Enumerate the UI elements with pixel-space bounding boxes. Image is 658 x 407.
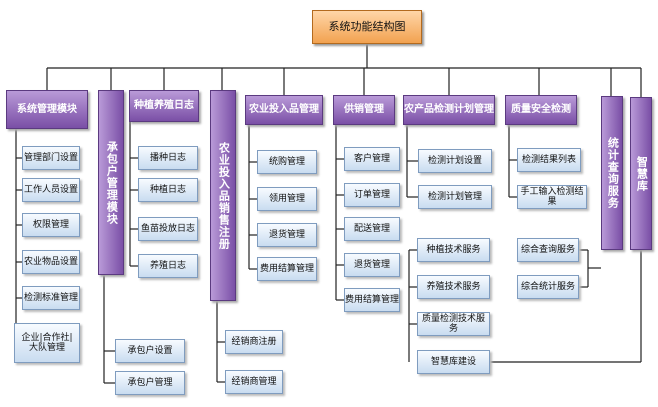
item-breeding-tech: 养殖技术服务 (417, 275, 490, 299)
item-dept-settings: 管理部门设置 (22, 146, 80, 170)
item-goods-settings: 农业物品设置 (22, 250, 80, 274)
module-statistics-query: 统计查询服务 (601, 96, 623, 250)
item-test-result-list: 检测结果列表 (517, 148, 581, 172)
item-planting-log: 种植日志 (138, 178, 198, 202)
item-order-manage: 订单管理 (344, 183, 400, 207)
module-product-test-plan: 农产品检测计划管理 (403, 95, 495, 125)
module-contractor-management: 承包户管理模块 (98, 90, 124, 275)
item-sales-fee-settlement: 费用结算管理 (344, 288, 400, 312)
item-dealer-register: 经销商注册 (225, 330, 283, 354)
item-enterprise-management: 企业|合作社|大队管理 (14, 323, 80, 363)
item-delivery-manage: 配送管理 (344, 217, 400, 241)
item-planting-tech: 种植技术服务 (417, 238, 490, 262)
item-sales-return-manage: 退货管理 (344, 253, 400, 277)
module-planting-breeding-log: 种植养殖日志 (129, 90, 199, 122)
module-knowledge-base: 智慧库 (630, 97, 652, 250)
item-manual-test-input: 手工输入检测结果 (517, 185, 587, 209)
item-quality-test-tech: 质量检测技术服务 (417, 312, 490, 336)
root-title: 系统功能结构图 (312, 10, 422, 44)
item-knowledge-base-build: 智慧库建设 (417, 350, 490, 374)
item-standard-management: 检测标准管理 (22, 286, 80, 310)
item-return-manage: 退货管理 (257, 223, 317, 247)
item-staff-settings: 工作人员设置 (22, 178, 80, 202)
item-breeding-log: 养殖日志 (138, 254, 198, 278)
module-system-management: 系统管理模块 (6, 90, 88, 129)
module-quality-safety-test: 质量安全检测 (505, 95, 577, 125)
item-contractor-settings: 承包户设置 (115, 339, 185, 363)
module-supply-sales-management: 供销管理 (333, 95, 395, 125)
item-contractor-manage: 承包户管理 (115, 371, 185, 395)
item-test-plan-settings: 检测计划设置 (418, 149, 492, 173)
item-integrated-query: 综合查询服务 (517, 238, 579, 262)
module-input-management: 农业投入品管理 (245, 95, 323, 125)
module-input-sales-registration: 农业投入品销售注册 (210, 90, 236, 301)
item-customer-manage: 客户管理 (344, 147, 400, 171)
item-fee-settlement: 费用结算管理 (257, 257, 317, 281)
item-permissions: 权限管理 (22, 213, 80, 237)
item-test-plan-manage: 检测计划管理 (418, 185, 492, 209)
item-integrated-statistics: 综合统计服务 (517, 275, 579, 299)
item-sowing-log: 播种日志 (138, 146, 198, 170)
item-purchase-manage: 统购管理 (257, 150, 317, 174)
item-fry-log: 鱼苗投放日志 (138, 217, 198, 241)
item-dealer-manage: 经销商管理 (225, 370, 283, 394)
item-use-manage: 领用管理 (257, 187, 317, 211)
